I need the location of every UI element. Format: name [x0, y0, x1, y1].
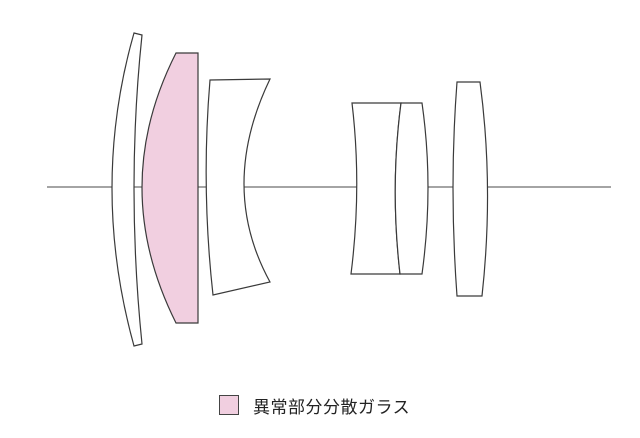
lens-element-6	[452, 81, 489, 297]
legend: 異常部分分散ガラス	[219, 394, 411, 418]
legend-label: 異常部分分散ガラス	[253, 397, 411, 418]
legend-swatch	[219, 395, 239, 415]
lens-element-2-special-glass	[141, 52, 199, 324]
lens-element-3	[205, 78, 271, 296]
lens-element-5	[394, 102, 429, 275]
lens-element-1	[111, 32, 143, 347]
lens-element-4	[350, 102, 402, 275]
